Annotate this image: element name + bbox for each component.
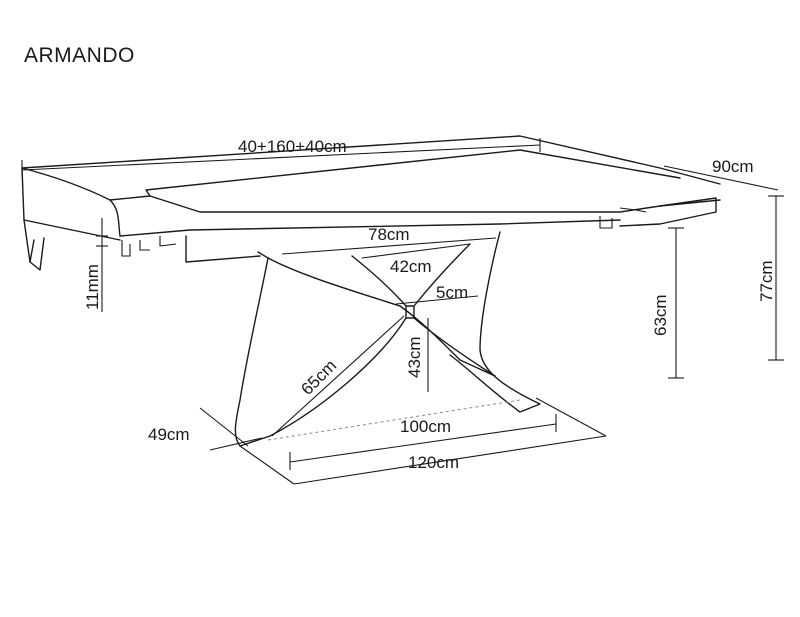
label-top-length: 40+160+40cm [238, 137, 347, 156]
label-inner-span: 42cm [390, 257, 432, 276]
label-leg-height: 43cm [405, 336, 424, 378]
label-base-length: 120cm [408, 453, 459, 472]
label-depth: 90cm [712, 157, 754, 176]
label-extension-thickness: 11mm [83, 264, 102, 310]
dimension-labels: 40+160+40cm 90cm 77cm 63cm 11mm 78cm 42c… [83, 137, 776, 472]
dimension-lines [21, 138, 784, 485]
product-title: ARMANDO [24, 44, 135, 67]
table-top [21, 135, 721, 271]
table-base [234, 231, 541, 447]
label-top-span: 78cm [368, 225, 410, 244]
label-diagonal: 65cm [297, 356, 340, 399]
label-inner-length: 100cm [400, 417, 451, 436]
label-height-total: 77cm [757, 260, 776, 302]
label-foot-depth: 49cm [148, 425, 190, 444]
label-center-width: 5cm [436, 283, 468, 302]
label-base-height: 63cm [651, 294, 670, 336]
